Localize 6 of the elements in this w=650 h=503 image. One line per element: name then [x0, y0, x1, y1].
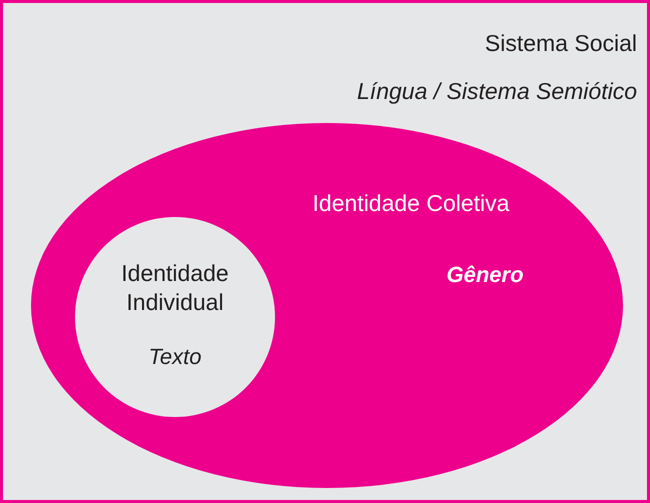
subheading-text: Língua / Sistema Semiótico [357, 77, 637, 106]
genre-label: Gênero [446, 261, 524, 288]
region-label: Identidade Coletiva [312, 189, 510, 218]
region-label: Identidade Individual [120, 259, 230, 316]
text-label: Texto [148, 343, 202, 370]
heading-text: Sistema Social [484, 29, 637, 58]
